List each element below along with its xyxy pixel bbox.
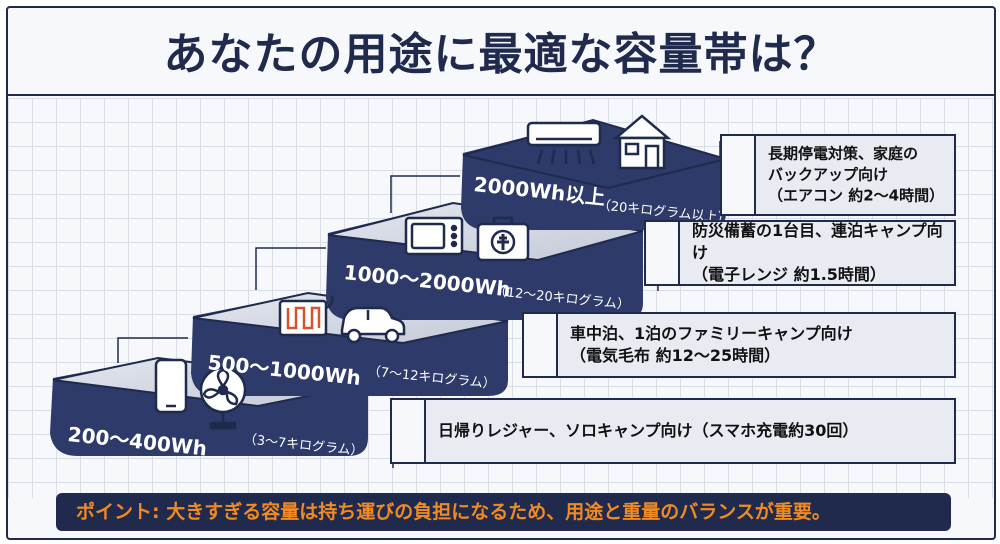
step-1-use-callout: 日帰りレジャー、ソロキャンプ向け（スマホ充電約30回） — [390, 398, 956, 464]
step-1-use-text: 日帰りレジャー、ソロキャンプ向け（スマホ充電約30回） — [438, 421, 859, 440]
step-2-use-callout: 車中泊、1泊のファミリーキャンプ向け （電気毛布 約12〜25時間） — [522, 312, 956, 378]
step-3-use-callout: 防災備蓄の1台目、連泊キャンプ向け （電子レンジ 約1.5時間） — [644, 220, 956, 286]
step-3-use-text: 防災備蓄の1台目、連泊キャンプ向け （電子レンジ 約1.5時間） — [692, 221, 943, 284]
fan-icon — [199, 366, 247, 430]
title-divider — [8, 94, 994, 96]
smartphone-icon — [154, 358, 188, 414]
first-aid-kit-icon — [476, 216, 530, 262]
callout-marker — [646, 222, 680, 284]
step-2-use-text: 車中泊、1泊のファミリーキャンプ向け （電気毛布 約12〜25時間） — [570, 324, 853, 365]
callout-marker — [392, 400, 426, 462]
page-title: あなたの用途に最適な容量帯は？ — [163, 29, 839, 80]
callout-marker — [722, 136, 756, 214]
step-4-use-callout: 長期停電対策、家庭の バックアップ向け （エアコン 約2〜4時間） — [720, 134, 956, 216]
microwave-icon — [404, 216, 464, 256]
electric-blanket-icon — [278, 295, 334, 337]
key-point-banner: ポイント: 大きすぎる容量は持ち運びの負担になるため、用途と重量のバランスが重要… — [56, 493, 951, 531]
car-icon — [340, 306, 406, 344]
step-4-use-text: 長期停電対策、家庭の バックアップ向け （エアコン 約2〜4時間） — [768, 144, 945, 205]
air-conditioner-icon — [526, 121, 602, 165]
callout-marker — [524, 314, 558, 376]
house-icon — [612, 114, 672, 170]
staircase-diagram — [50, 114, 730, 468]
infographic-frame: あなたの用途に最適な容量帯は？ — [6, 6, 996, 540]
